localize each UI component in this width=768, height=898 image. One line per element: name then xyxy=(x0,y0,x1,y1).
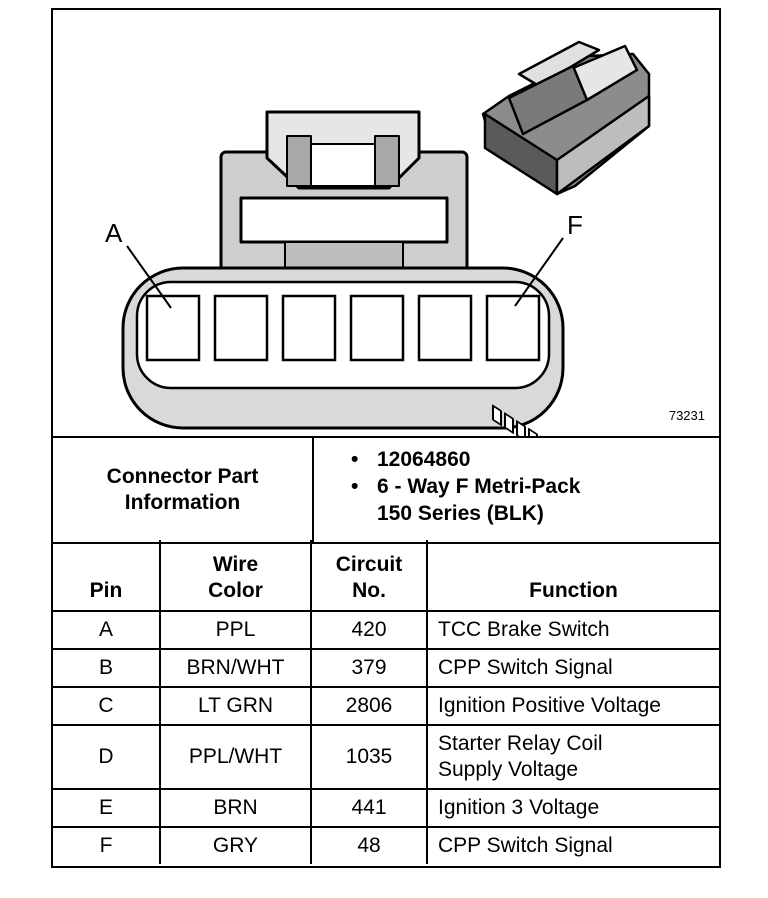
cell-function: Starter Relay Coil Supply Voltage xyxy=(426,724,719,790)
table-row: E BRN 441 Ignition 3 Voltage xyxy=(53,788,719,828)
connector-type-item: • 6 - Way F Metri-Pack 150 Series (BLK) xyxy=(351,473,580,527)
header-circuit-line2: No. xyxy=(352,579,386,602)
connector-info-label: Connector Part Information xyxy=(53,438,312,542)
pin-cavities xyxy=(145,294,541,362)
header-function: Function xyxy=(426,540,719,612)
table-row: C LT GRN 2806 Ignition Positive Voltage xyxy=(53,686,719,726)
cell-wire-color: BRN/WHT xyxy=(159,648,312,688)
pin-label-a: A xyxy=(105,218,123,248)
cell-wire-color: GRY xyxy=(159,826,312,864)
cell-wire-color: BRN xyxy=(159,788,312,828)
header-wire-color: Wire Color xyxy=(159,540,312,612)
connector-perspective-view xyxy=(481,40,651,458)
cell-circuit: 441 xyxy=(310,788,428,828)
header-circuit: Circuit No. xyxy=(310,540,428,612)
header-wire-color-line1: Wire xyxy=(212,553,259,576)
pin-label-f: F xyxy=(567,210,583,240)
cell-function: Ignition 3 Voltage xyxy=(426,788,719,828)
cavity-c xyxy=(281,294,337,362)
cell-pin: A xyxy=(53,610,161,650)
table-row: D PPL/WHT 1035 Starter Relay Coil Supply… xyxy=(53,724,719,790)
cavity-f xyxy=(485,294,541,362)
bullet-icon: • xyxy=(351,475,359,498)
connector-type-line2: 150 Series (BLK) xyxy=(377,502,544,525)
header-wire-color-line2: Color xyxy=(208,579,263,602)
connector-type-line1: 6 - Way F Metri-Pack xyxy=(377,475,581,498)
header-pin: Pin xyxy=(53,540,161,612)
cell-pin: C xyxy=(53,686,161,726)
part-number-item: • 12064860 xyxy=(351,446,580,473)
connector-illustration: A F xyxy=(105,40,651,458)
cell-pin: E xyxy=(53,788,161,828)
cavity-e xyxy=(417,294,473,362)
cell-circuit: 48 xyxy=(310,826,428,864)
bullet-icon: • xyxy=(351,448,359,471)
cell-function-line1: Starter Relay Coil xyxy=(438,732,603,755)
connector-info-section: Connector Part Information • 12064860 • … xyxy=(53,436,719,544)
cell-wire-color: LT GRN xyxy=(159,686,312,726)
cell-pin: F xyxy=(53,826,161,864)
table-row: A PPL 420 TCC Brake Switch xyxy=(53,610,719,650)
cell-function: Ignition Positive Voltage xyxy=(426,686,719,726)
cell-circuit: 379 xyxy=(310,648,428,688)
info-divider xyxy=(312,438,314,542)
figure-number: 73231 xyxy=(668,408,705,423)
connector-info-label-line1: Connector Part xyxy=(106,465,259,488)
leader-line-a xyxy=(126,245,172,309)
connector-diagram: A F 73231 xyxy=(53,10,719,458)
cavity-a xyxy=(145,294,201,362)
cell-circuit: 1035 xyxy=(310,724,428,790)
cell-pin: B xyxy=(53,648,161,688)
leader-line-f xyxy=(514,237,564,307)
cell-function: CPP Switch Signal xyxy=(426,648,719,688)
cell-pin: D xyxy=(53,724,161,790)
cell-function-line2: Supply Voltage xyxy=(438,758,579,781)
cell-function: CPP Switch Signal xyxy=(426,826,719,864)
cell-wire-color: PPL xyxy=(159,610,312,650)
header-circuit-line1: Circuit xyxy=(335,553,403,576)
connector-info-list: • 12064860 • 6 - Way F Metri-Pack 150 Se… xyxy=(351,446,580,527)
cell-circuit: 420 xyxy=(310,610,428,650)
connector-frame: A F 73231 Connector xyxy=(51,8,721,868)
cavity-b xyxy=(213,294,269,362)
connector-info-label-line2: Information xyxy=(124,491,241,514)
pin-table-header: Pin Wire Color Circuit No. Function xyxy=(53,540,719,612)
pin-table: Pin Wire Color Circuit No. Function A PP… xyxy=(53,540,719,864)
connector-latch xyxy=(219,110,469,279)
table-row: F GRY 48 CPP Switch Signal xyxy=(53,826,719,864)
part-number: 12064860 xyxy=(377,448,471,471)
cell-wire-color: PPL/WHT xyxy=(159,724,312,790)
cell-circuit: 2806 xyxy=(310,686,428,726)
cell-function: TCC Brake Switch xyxy=(426,610,719,650)
table-row: B BRN/WHT 379 CPP Switch Signal xyxy=(53,648,719,688)
cavity-d xyxy=(349,294,405,362)
